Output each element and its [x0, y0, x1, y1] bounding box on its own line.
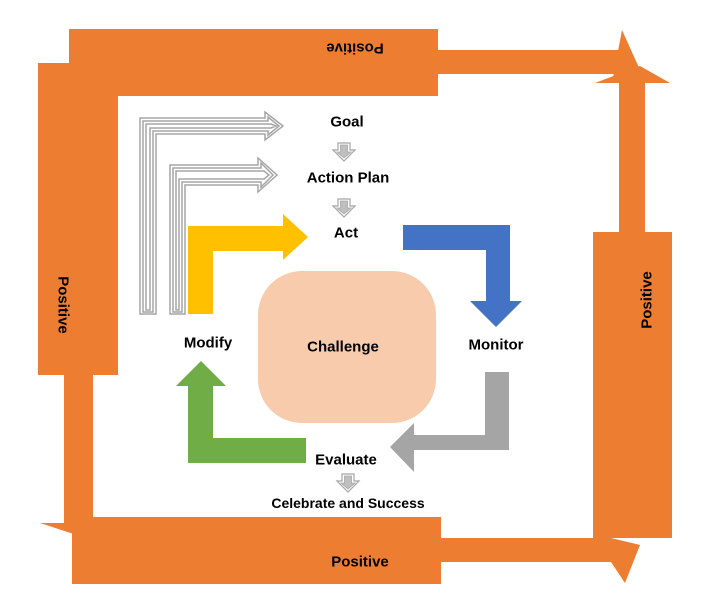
down-arrow-icon — [336, 473, 360, 493]
step-modify: Modify — [183, 334, 233, 352]
outer-label-right: Positive — [638, 271, 656, 329]
monitor-arrow — [403, 225, 522, 327]
step-celebrate-and-success: Celebrate and Success — [271, 495, 425, 511]
step-goal: Goal — [330, 113, 364, 131]
step-act: Act — [333, 224, 359, 242]
outer-label-left: Positive — [54, 276, 72, 334]
step-monitor: Monitor — [468, 336, 524, 354]
act-arrow — [188, 214, 308, 314]
down-arrow-icon — [332, 142, 356, 162]
down-arrow-icon — [332, 198, 356, 218]
modify-arrow — [176, 361, 306, 463]
outer-arrow-top — [69, 29, 640, 96]
outer-arrow-bottom — [72, 517, 640, 584]
outline-arrow-to-goal — [139, 110, 285, 315]
outer-arrow-left — [38, 63, 118, 540]
step-evaluate: Evaluate — [315, 451, 377, 469]
challenge-label: Challenge — [307, 338, 379, 356]
evaluate-arrow — [390, 372, 509, 472]
outer-label-bottom: Positive — [331, 553, 389, 571]
outline-arrow-to-action-plan — [169, 156, 279, 315]
step-action-plan: Action Plan — [306, 169, 390, 187]
outer-label-top: Positive — [326, 39, 384, 57]
outer-arrow-right — [593, 66, 672, 538]
challenge-box — [258, 271, 436, 423]
